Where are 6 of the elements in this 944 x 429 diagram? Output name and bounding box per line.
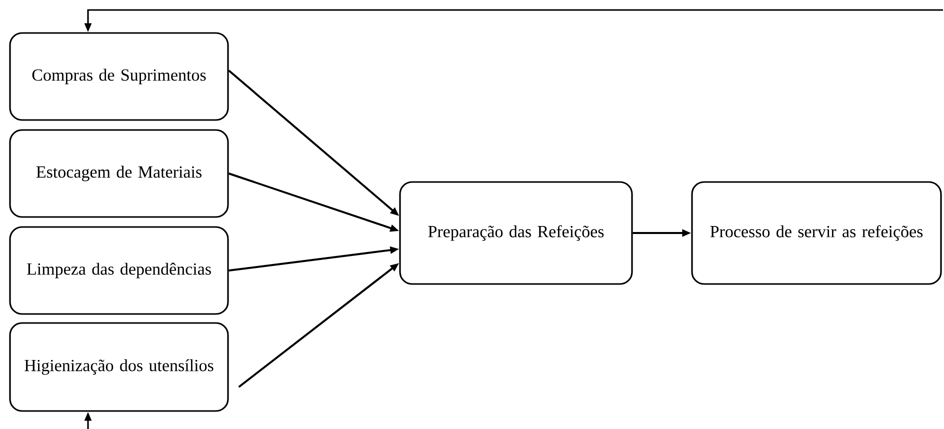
process-box: Compras de Suprimentos [9,32,229,121]
process-box: Preparação das Refeições [399,181,633,285]
process-box: Estocagem de Materiais [9,129,229,218]
process-box: Higienização dos utensílios [9,322,229,412]
process-box: Limpeza das dependências [9,226,229,315]
process-box: Processo de servir as refeições [691,181,942,285]
